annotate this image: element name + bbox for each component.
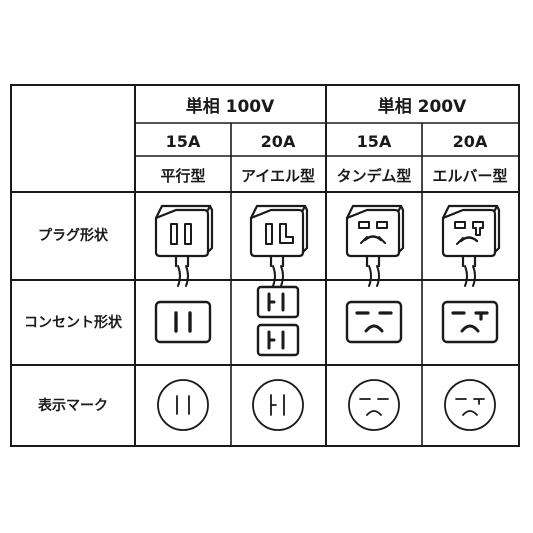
header-type-3: タンデム型 [337,167,412,185]
plug-parallel-15a-icon [154,204,214,288]
plug-elbow-20a-icon [441,204,501,288]
header-amp-1: 15A [166,132,201,151]
header-type-1: 平行型 [160,167,205,185]
row-label-mark: 表示マーク [37,397,108,414]
row-label-outlet: コンセント形状 [24,314,123,331]
mark-parallel-15a-icon [157,379,209,431]
header-amp-3: 15A [357,132,392,151]
outlet-elbow-20a-icon [441,300,499,344]
mark-il-20a-icon [252,379,304,431]
outlet-il-20a-icon [256,285,300,357]
outlet-parallel-15a-icon [154,300,212,344]
header-amp-4: 20A [453,132,488,151]
outlet-tandem-15a-icon [345,300,403,344]
header-group-200v: 単相 200V [378,96,467,117]
plug-il-20a-icon [249,204,309,288]
header-type-2: アイエル型 [241,167,315,185]
row-label-plug: プラグ形状 [38,227,109,244]
table-grid [10,84,520,447]
header-type-4: エルバー型 [432,167,507,185]
mark-tandem-15a-icon [348,379,400,431]
header-amp-2: 20A [261,132,296,151]
header-group-100v: 単相 100V [186,96,275,117]
plug-tandem-15a-icon [345,204,405,288]
mark-elbow-20a-icon [444,379,496,431]
